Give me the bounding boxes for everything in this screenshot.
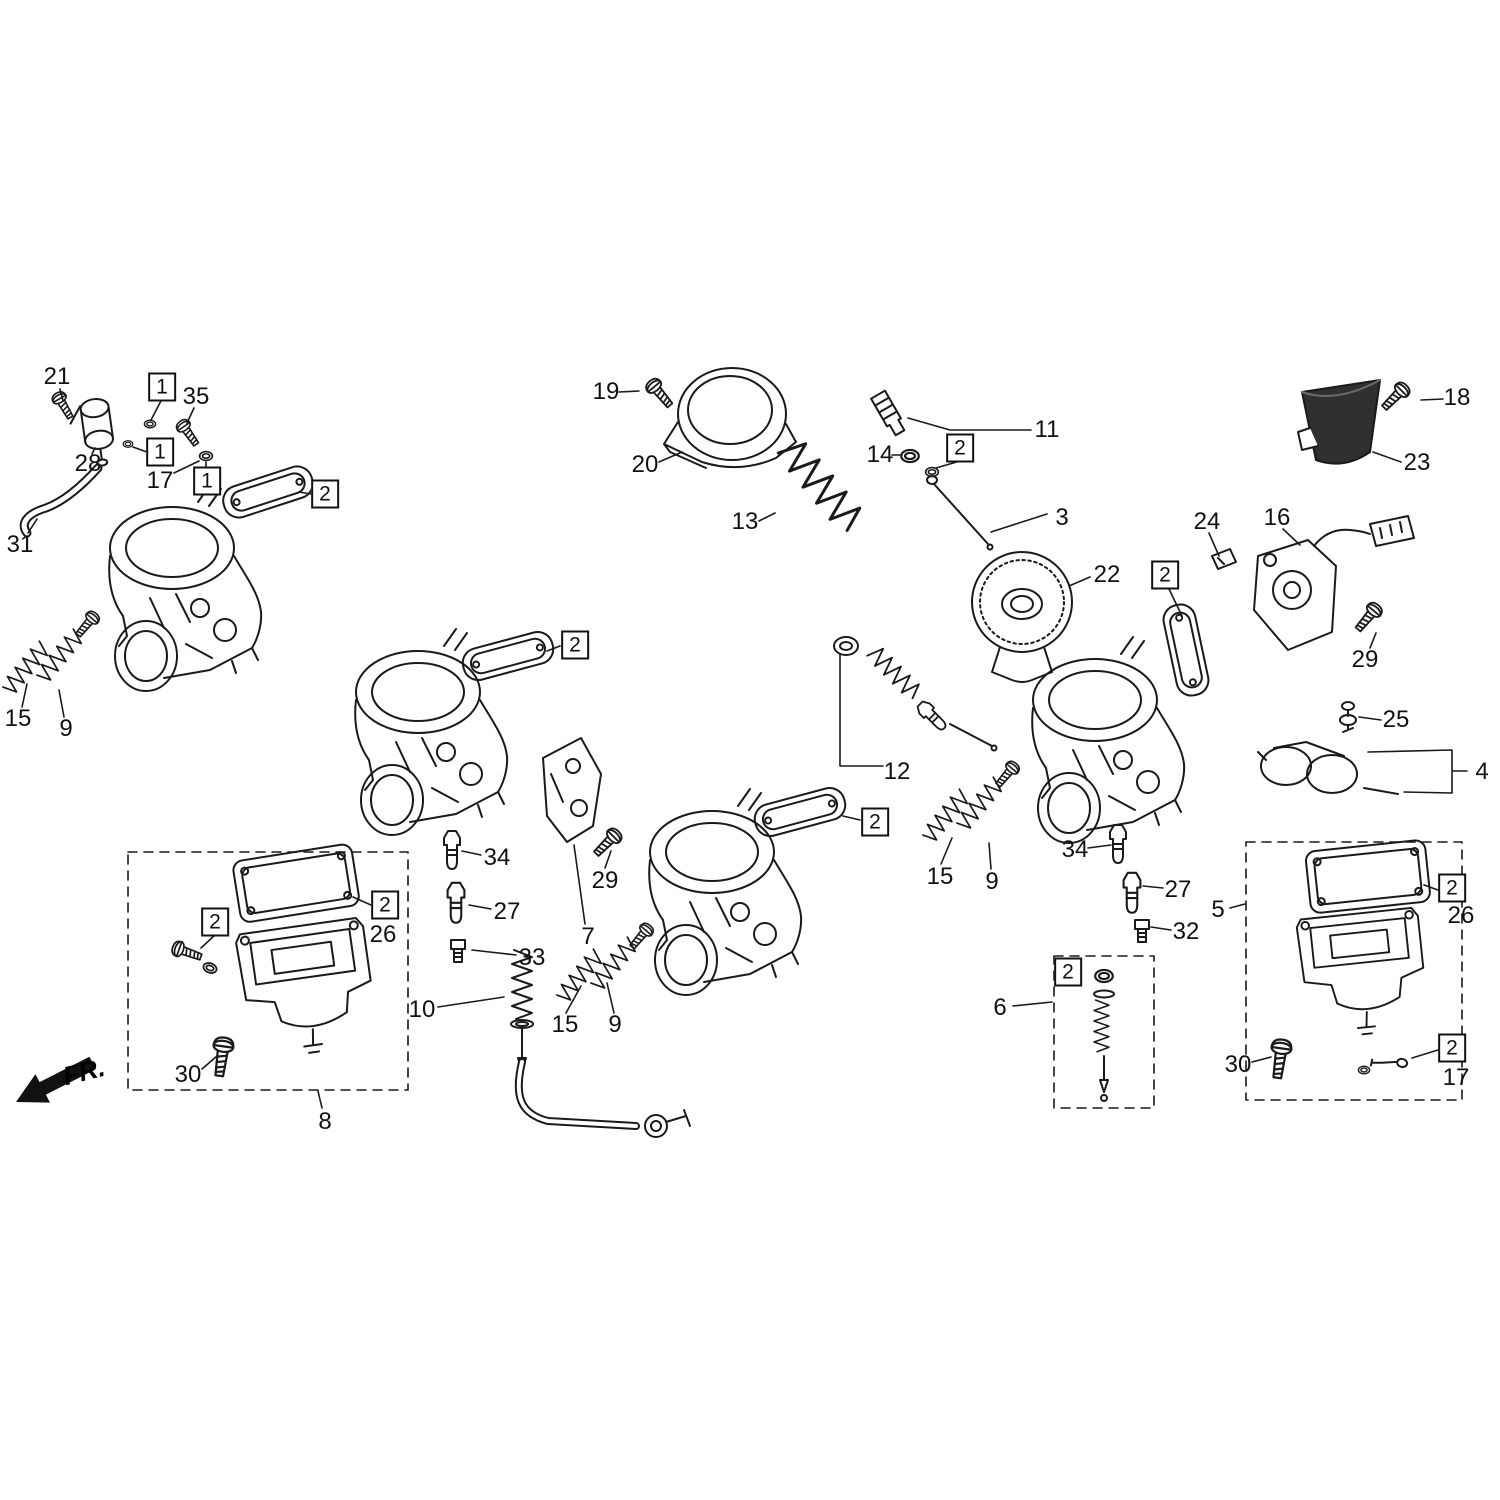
part-number-label: 4 xyxy=(1475,758,1489,785)
part-number-label: 9 xyxy=(608,1011,622,1038)
part-ref-boxed: 2 xyxy=(201,907,229,937)
diaphragm-cover-group xyxy=(642,367,868,536)
part-number-label: 33 xyxy=(518,944,546,971)
part-ref-boxed: 1 xyxy=(193,466,221,496)
part-number-label: 28 xyxy=(74,450,102,477)
kit-box-6 xyxy=(1053,955,1155,1109)
part-number-label: 30 xyxy=(174,1061,202,1088)
part-number-label: 30 xyxy=(1224,1051,1252,1078)
part-number-label: 9 xyxy=(985,868,999,895)
part-number-label: 22 xyxy=(1093,561,1121,588)
pilot-screw-assembly xyxy=(833,636,998,752)
part-number-label: 21 xyxy=(43,363,71,390)
part-number-label: 16 xyxy=(1263,504,1291,531)
kit-box-8 xyxy=(127,851,409,1091)
leader-lines xyxy=(21,388,1468,1109)
part-number-label: 17 xyxy=(146,467,174,494)
part-ref-boxed: 2 xyxy=(561,630,589,660)
throttle-sensor-group xyxy=(1253,515,1415,651)
part-number-label: 6 xyxy=(993,994,1007,1021)
part-number-label: 17 xyxy=(1442,1064,1470,1091)
jet-column-right xyxy=(1109,824,1150,943)
part-number-label: 27 xyxy=(1164,876,1192,903)
part-ref-boxed: 2 xyxy=(371,890,399,920)
vacuum-piston-diaphragm xyxy=(971,551,1073,683)
part-ref-boxed: 2 xyxy=(1151,560,1179,590)
part-number-label: 9 xyxy=(59,715,73,742)
part-number-label: 7 xyxy=(581,923,595,950)
clip-24 xyxy=(1211,548,1237,570)
part-ref-boxed: 2 xyxy=(311,479,339,509)
part-ref-boxed: 2 xyxy=(946,433,974,463)
part-number-label: 26 xyxy=(369,921,397,948)
jet-column-left xyxy=(443,830,466,963)
part-number-label: 10 xyxy=(408,996,436,1023)
part-number-label: 15 xyxy=(4,705,32,732)
bracket-7 xyxy=(542,737,602,843)
part-number-label: 19 xyxy=(592,378,620,405)
part-number-label: 18 xyxy=(1443,384,1471,411)
part-number-label: 15 xyxy=(551,1011,579,1038)
part-number-label: 29 xyxy=(591,867,619,894)
part-ref-boxed: 1 xyxy=(146,437,174,467)
part-number-label: 34 xyxy=(483,844,511,871)
part-number-label: 34 xyxy=(1061,836,1089,863)
part-ref-boxed: 2 xyxy=(861,807,889,837)
float-assembly xyxy=(1257,741,1399,795)
part-number-label: 3 xyxy=(1055,504,1069,531)
vent-hose xyxy=(19,463,103,538)
fr-arrow xyxy=(16,1056,96,1103)
part-ref-boxed: 1 xyxy=(148,372,176,402)
part-number-label: 5 xyxy=(1211,896,1225,923)
part-number-label: 32 xyxy=(1172,918,1200,945)
part-ref-boxed: 2 xyxy=(1054,957,1082,987)
part-number-label: 24 xyxy=(1193,508,1221,535)
part-ref-boxed: 2 xyxy=(1438,873,1466,903)
part-number-label: 26 xyxy=(1447,902,1475,929)
part-number-label: 14 xyxy=(866,441,894,468)
part-number-label: 8 xyxy=(318,1108,332,1135)
fuel-hose xyxy=(514,1058,691,1138)
intake-funnel xyxy=(1297,379,1381,465)
jet-needle-group xyxy=(870,389,994,551)
part-number-label: 27 xyxy=(493,898,521,925)
part-number-label: 31 xyxy=(6,531,34,558)
part-number-label: 12 xyxy=(883,758,911,785)
part-number-label: 20 xyxy=(631,451,659,478)
needle-valve-kit-group xyxy=(1093,968,1115,1102)
choke-valve-group xyxy=(49,388,214,467)
part-number-label: 13 xyxy=(731,508,759,535)
part-number-label: 25 xyxy=(1382,706,1410,733)
kit-box-5 xyxy=(1245,841,1463,1101)
part-number-label: 29 xyxy=(1351,646,1379,673)
part-number-label: 23 xyxy=(1403,449,1431,476)
part-number-label: 11 xyxy=(1034,416,1060,443)
valve-25 xyxy=(1339,701,1357,733)
part-number-label: 35 xyxy=(182,383,210,410)
part-ref-boxed: 2 xyxy=(1438,1033,1466,1063)
float-bowl-right-group xyxy=(1266,838,1432,1081)
part-number-label: 15 xyxy=(926,863,954,890)
